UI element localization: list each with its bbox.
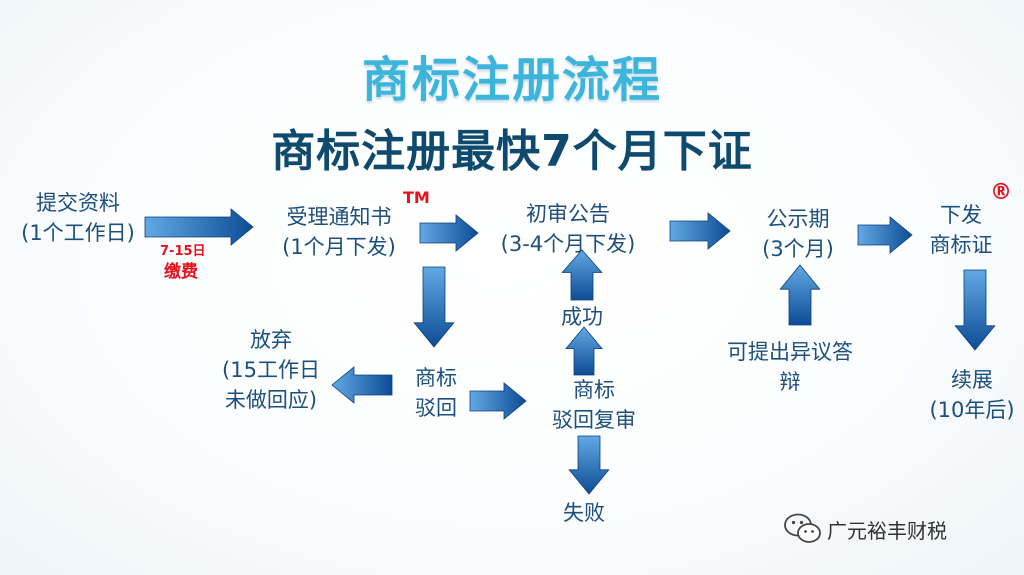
node-rejection-review: 商标 驳回复审 [552,375,636,435]
node-abandon-line3: 未做回应) [224,388,318,412]
node-abandon: 放弃 (15工作日 未做回应) [222,325,320,415]
arrow-notice-to-rejected [413,266,455,348]
arrow-rejected-to-review [469,382,527,420]
node-success-line1: 成功 [561,305,603,329]
fee-label: 缴费 [164,262,198,282]
watermark: 广元裕丰财税 [783,512,947,546]
node-submit-materials: 提交资料 (1个工作日) [21,188,135,248]
node-notice-line2: (1个月下发) [282,235,396,259]
node-issue-line1: 下发 [940,203,982,227]
node-renewal-line1: 续展 [950,368,993,392]
arrow-objection-to-publicity [779,264,821,326]
node-submit-line2: (1个工作日) [21,221,135,245]
node-publicity-line1: 公示期 [766,207,830,231]
arrow-rejected-to-abandon [331,366,393,404]
registered-symbol: ® [990,180,1012,205]
node-objection-line1: 可提出异议答 [727,340,853,364]
node-review-line2: 驳回复审 [552,408,636,432]
watermark-text: 广元裕丰财税 [827,518,947,543]
diagram-subtitle: 商标注册最快7个月下证 [271,126,753,177]
arrow-review-to-failure [568,435,610,495]
arrow-notice-to-prelim [419,214,479,252]
arrow-issue-to-renewal [954,269,996,351]
node-objection: 可提出异议答 辩 [727,337,853,397]
node-objection-line2: 辩 [779,370,801,394]
arrow-publicity-to-issue [857,216,913,254]
node-prelim-line1: 初审公告 [526,202,610,226]
node-issue-certificate: 下发 商标证 [930,200,993,260]
node-prelim-line2: (3-4个月下发) [500,232,636,256]
node-abandon-line2: (15工作日 [222,358,320,382]
arrow-prelim-to-publicity [669,212,731,250]
fee-days: 7-15日 [160,244,206,259]
node-publicity-period: 公示期 (3个月) [762,204,834,264]
arrow-review-to-success [565,326,603,376]
node-success: 成功 [561,302,603,332]
node-issue-line2: 商标证 [929,233,993,257]
node-renewal: 续展 (10年后) [929,365,1014,425]
node-submit-line1: 提交资料 [36,191,120,215]
node-failure-line1: 失败 [563,501,605,525]
wechat-icon [784,513,821,543]
node-rejected-line1: 商标 [415,366,457,390]
node-preliminary-announcement: 初审公告 (3-4个月下发) [501,199,636,259]
node-rejected: 商标 驳回 [415,363,457,423]
arrow-submit-to-notice [144,208,254,246]
node-renewal-line2: (10年后) [929,398,1015,422]
node-rejected-line2: 驳回 [415,396,457,420]
node-abandon-line1: 放弃 [249,328,292,352]
node-publicity-line2: (3个月) [762,237,834,261]
trademark-symbol: TM [403,188,430,207]
node-failure: 失败 [563,498,605,528]
diagram-title: 商标注册流程 [361,52,662,108]
arrow-success-to-prelim [561,249,603,301]
node-acceptance-notice: 受理通知书 (1个月下发) [282,202,396,262]
node-review-line1: 商标 [573,378,615,402]
node-notice-line1: 受理通知书 [286,205,392,229]
